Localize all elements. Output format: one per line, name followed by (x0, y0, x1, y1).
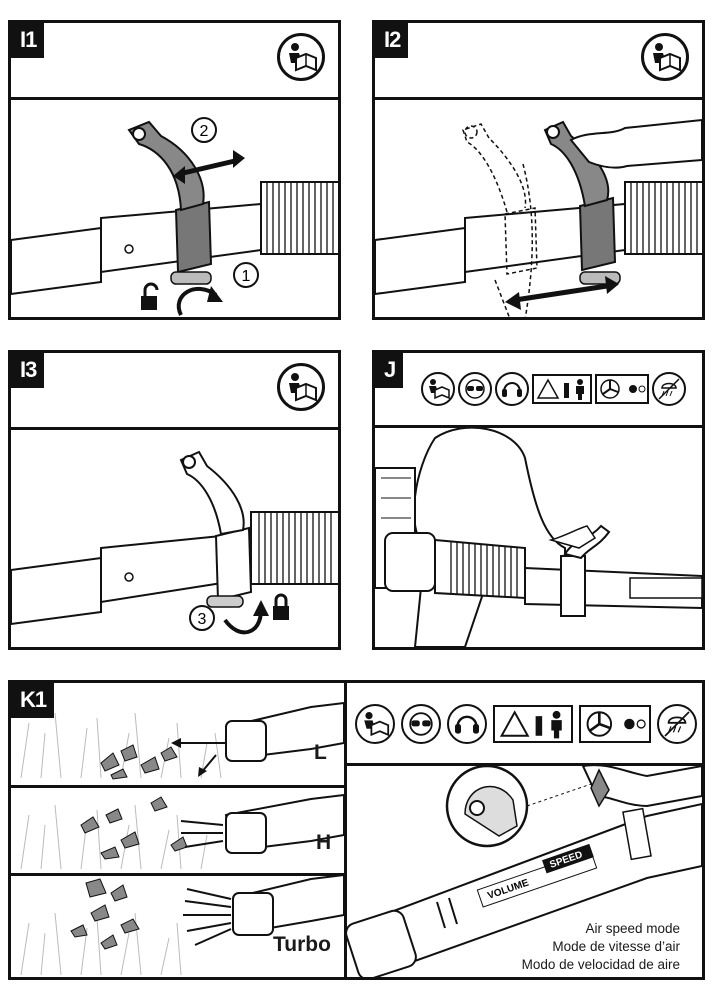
mode-label-low: L (314, 741, 327, 764)
read-manual-icon (421, 372, 455, 406)
panel-tag: I1 (11, 23, 45, 58)
mode-strip-high: H (11, 785, 344, 876)
panel-header: I3 (11, 353, 338, 430)
flying-debris-icon (493, 705, 573, 743)
step-1-label: 1 (242, 268, 251, 285)
no-rain-icon (652, 372, 686, 406)
panel-j: J (372, 350, 705, 650)
mode-strip-low: L (11, 683, 344, 788)
mode-label-turbo: Turbo (273, 933, 331, 956)
step-3-label: 3 (198, 611, 207, 628)
ear-protection-icon (447, 704, 487, 744)
read-manual-icon (641, 33, 689, 81)
air-speed-mode-note: Air speed mode Mode de vitesse d’air Mod… (522, 920, 680, 974)
no-rain-icon (657, 704, 697, 744)
speed-selector-illustration: VOLUME SPEED (347, 766, 702, 977)
k1-icon-header (347, 683, 702, 766)
divider (344, 683, 347, 977)
read-manual-icon (355, 704, 395, 744)
mode-label-high: H (316, 831, 332, 854)
unlock-icon (141, 282, 159, 310)
panel-i3: I3 3 (8, 350, 341, 650)
panel-tag: I3 (11, 353, 45, 388)
read-manual-icon (277, 33, 325, 81)
panel-tag: I2 (375, 23, 409, 58)
panel-tag: J (375, 353, 404, 388)
air-speed-fr: Mode de vitesse d’air (552, 939, 680, 954)
flying-debris-icon (532, 374, 592, 404)
ear-protection-icon (495, 372, 529, 406)
rotating-fan-icon (595, 374, 649, 404)
eye-protection-icon (401, 704, 441, 744)
handle-lock-illustration: 3 (11, 430, 338, 647)
handle-adjust-illustration: 2 1 (11, 100, 338, 317)
panel-tag: K1 (11, 683, 55, 718)
handle-slide-illustration (375, 100, 702, 317)
rotating-fan-icon (579, 705, 651, 743)
air-speed-es: Modo de velocidad de aire (521, 957, 680, 972)
air-speed-en: Air speed mode (585, 921, 680, 936)
safety-icon-row (421, 372, 686, 406)
panel-header: I2 (375, 23, 702, 100)
lock-icon (273, 593, 289, 620)
panel-i1: I1 2 1 (8, 20, 341, 320)
read-manual-icon (277, 363, 325, 411)
panel-header: I1 (11, 23, 338, 100)
eye-protection-icon (458, 372, 492, 406)
operator-blower-illustration (375, 428, 702, 647)
safety-icon-row (355, 704, 697, 744)
mode-strip-turbo: Turbo (11, 873, 344, 977)
step-2-label: 2 (200, 123, 209, 140)
panel-k1: K1 L H Turbo (8, 680, 705, 980)
panel-i2: I2 (372, 20, 705, 320)
panel-header: J (375, 353, 702, 428)
